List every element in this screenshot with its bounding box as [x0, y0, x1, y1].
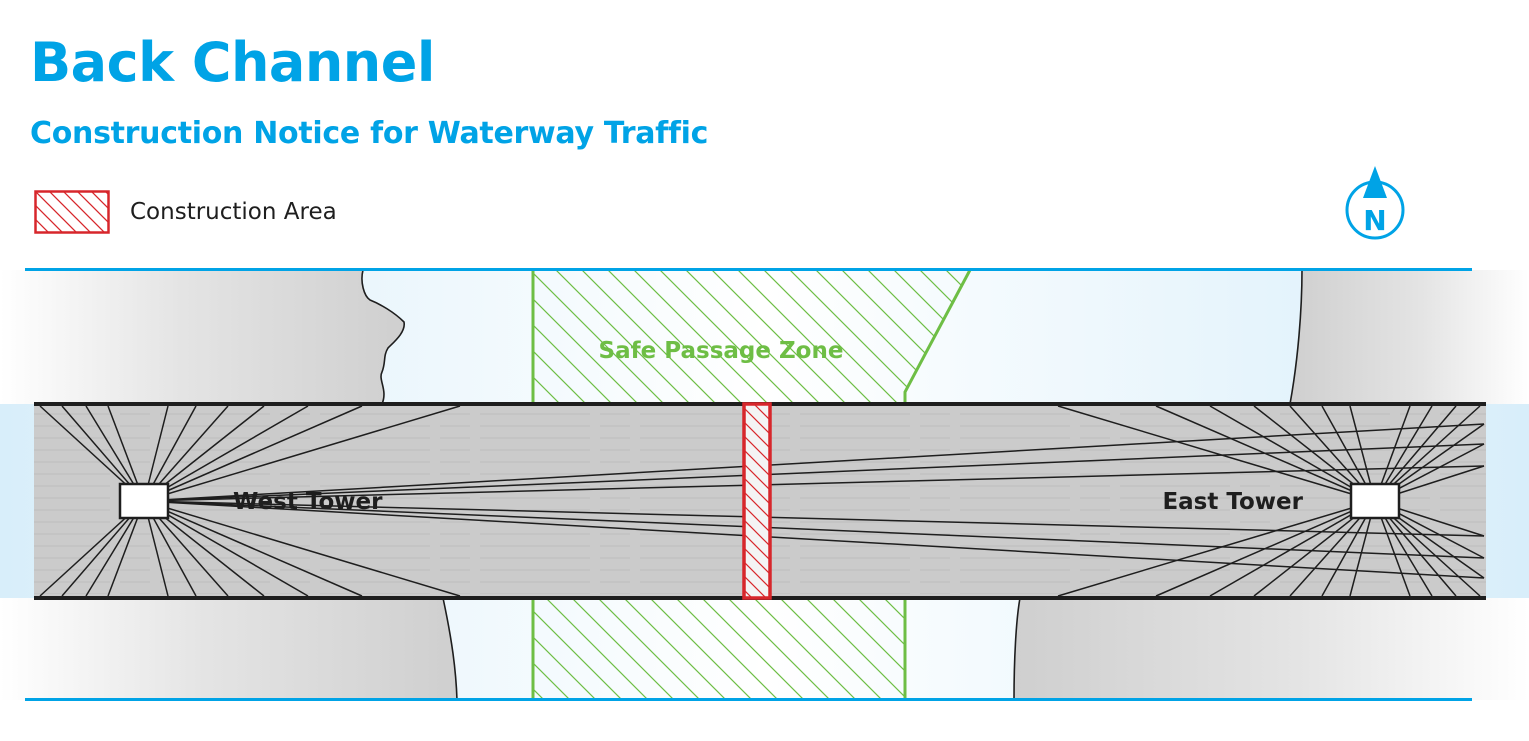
- east-shore-south-edge: [1013, 597, 1021, 701]
- east-tower: [1349, 482, 1401, 520]
- east-tower-label: East Tower: [1162, 489, 1303, 515]
- safe-passage-zone-north: [533, 270, 970, 404]
- page-subtitle: Construction Notice for Waterway Traffic: [30, 116, 709, 151]
- construction-area-hatch: [742, 402, 772, 600]
- north-arrow-icon: N: [1345, 166, 1405, 240]
- safe-passage-zone-south-edge: [531, 598, 907, 700]
- east-shore-north-edge: [1289, 269, 1303, 405]
- west-shore-south-edge: [442, 597, 458, 701]
- compass-letter: N: [1363, 204, 1386, 237]
- east-shore-north: [1290, 270, 1529, 404]
- safe-passage-zone-north-edge: [531, 269, 972, 404]
- legend-item-construction-area: Construction Area: [130, 199, 337, 225]
- west-shore-north-edge: [361, 269, 405, 405]
- west-tower-label: West Tower: [233, 489, 383, 515]
- west-tower-cables: [39, 405, 1485, 597]
- safe-passage-zone-south: [533, 598, 905, 700]
- west-tower: [118, 482, 170, 520]
- page-title: Back Channel: [30, 31, 435, 94]
- red-hatch-icon: [34, 190, 110, 234]
- safe-passage-zone-label: Safe Passage Zone: [599, 338, 844, 364]
- map-legend: Construction Area: [34, 189, 337, 235]
- west-shore-south: [0, 598, 457, 700]
- east-shore-south: [1014, 598, 1529, 700]
- west-shore-north: [0, 270, 405, 404]
